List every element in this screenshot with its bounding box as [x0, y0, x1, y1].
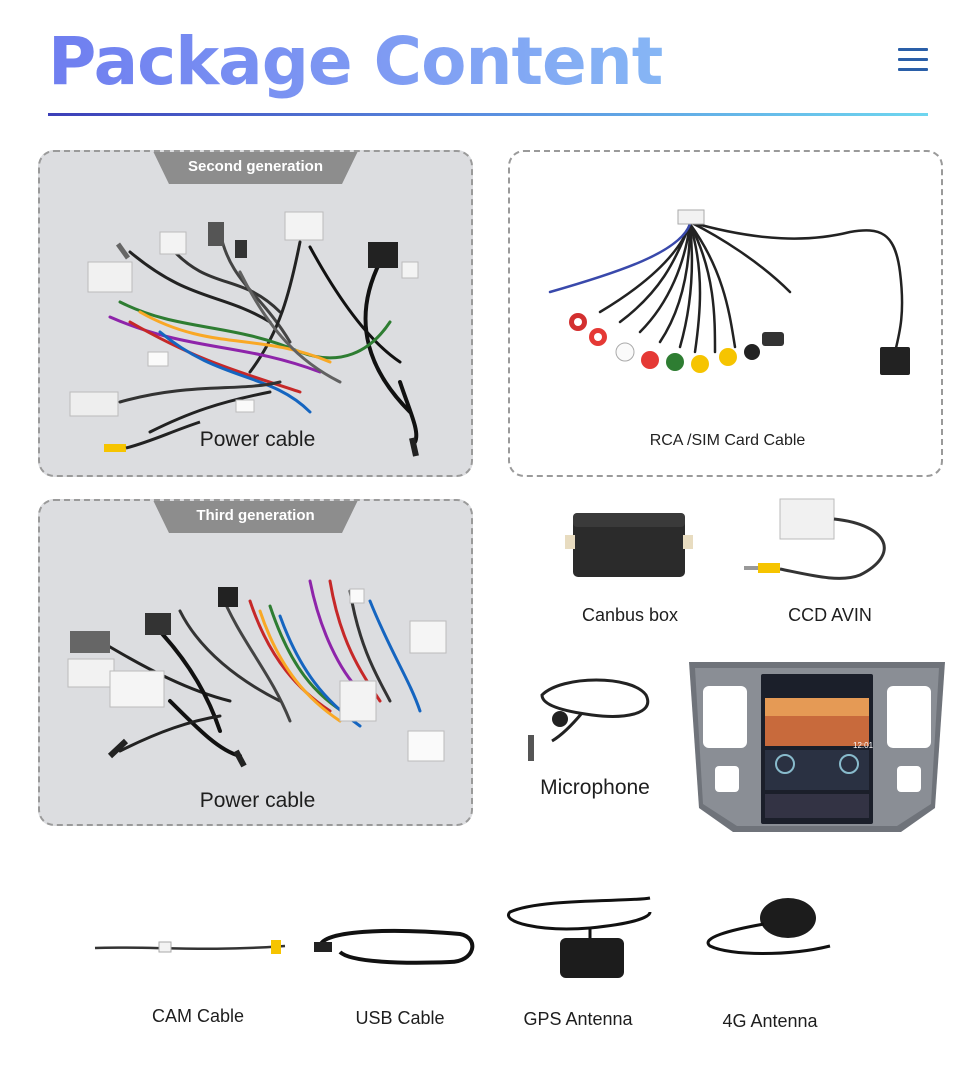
title-underline	[48, 113, 928, 116]
gps-antenna-label: GPS Antenna	[523, 1009, 633, 1029]
power-cable-label: Power cable	[199, 789, 316, 812]
4g-antenna-image	[706, 898, 831, 955]
page-title: Package Content	[48, 23, 663, 100]
power-cable-label: Power cable	[199, 428, 316, 451]
gps-antenna-image	[506, 896, 652, 978]
4g-antenna-label: 4G Antenna	[722, 1011, 818, 1031]
generation-tab: Third generation	[152, 501, 359, 533]
power-cable-gen2-panel: Second generation	[38, 150, 473, 477]
rca-sim-cable-image	[548, 209, 910, 375]
hamburger-menu-icon[interactable]	[898, 48, 928, 72]
usb-cable-image	[314, 928, 475, 965]
canbus-box-image	[565, 513, 693, 577]
microphone-image	[528, 678, 650, 761]
rca-sim-cable-panel: RCA /SIM Card Cable	[508, 150, 943, 477]
head-unit-image: 12:01	[689, 662, 945, 832]
generation-tab: Second generation	[152, 152, 359, 184]
usb-cable-label: USB Cable	[355, 1008, 445, 1028]
cam-cable-image	[94, 940, 286, 954]
power-cable-gen3-panel: Third generation Power cable	[38, 499, 473, 826]
microphone-label: Microphone	[540, 776, 650, 799]
screen-time: 12:01	[853, 741, 874, 750]
rca-sim-cable-label: RCA /SIM Card Cable	[649, 432, 806, 449]
canbus-box-label: Canbus box	[581, 605, 679, 625]
cam-cable-label: CAM Cable	[151, 1006, 245, 1026]
ccd-avin-image	[744, 498, 886, 580]
power-cable-harness-image	[69, 211, 419, 457]
power-cable-harness-image	[67, 579, 447, 768]
ccd-avin-label: CCD AVIN	[788, 605, 872, 625]
